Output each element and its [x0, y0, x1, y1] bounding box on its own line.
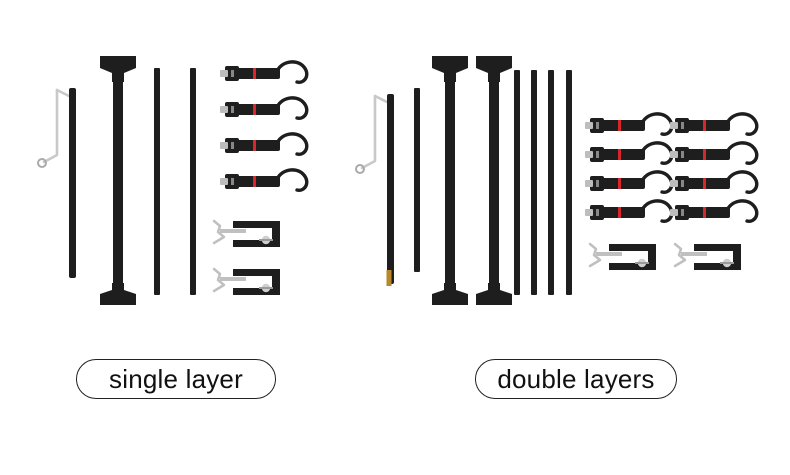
- clamp: [588, 242, 658, 272]
- hook: [218, 168, 309, 192]
- loose-pole: [190, 68, 196, 295]
- hook: [218, 96, 309, 120]
- crank-pole: [36, 86, 78, 280]
- clamp: [673, 242, 743, 272]
- short-pole: [414, 88, 420, 272]
- hook: [218, 132, 309, 156]
- hook: [668, 112, 759, 136]
- loose-pole: [154, 68, 160, 295]
- hook: [583, 199, 674, 223]
- double-layers-kit: [354, 56, 759, 305]
- crank-pole: [354, 92, 396, 286]
- single-layer-kit: [36, 56, 309, 305]
- loose-pole: [531, 70, 537, 295]
- hook: [668, 199, 759, 223]
- hook: [218, 60, 309, 84]
- frame-pole: [100, 56, 136, 305]
- hook: [583, 112, 674, 136]
- brass-tip: [386, 270, 392, 286]
- hook: [583, 170, 674, 194]
- loose-pole: [548, 70, 554, 295]
- hook: [668, 141, 759, 165]
- clamp: [212, 267, 282, 297]
- double-layers-label: double layers: [475, 359, 677, 399]
- loose-pole: [514, 70, 520, 295]
- loose-pole: [566, 70, 572, 295]
- frame-pole: [476, 56, 512, 305]
- frame-pole: [432, 56, 468, 305]
- clamp: [212, 219, 282, 249]
- hook: [668, 170, 759, 194]
- single-layer-label: single layer: [76, 359, 276, 399]
- hook: [583, 141, 674, 165]
